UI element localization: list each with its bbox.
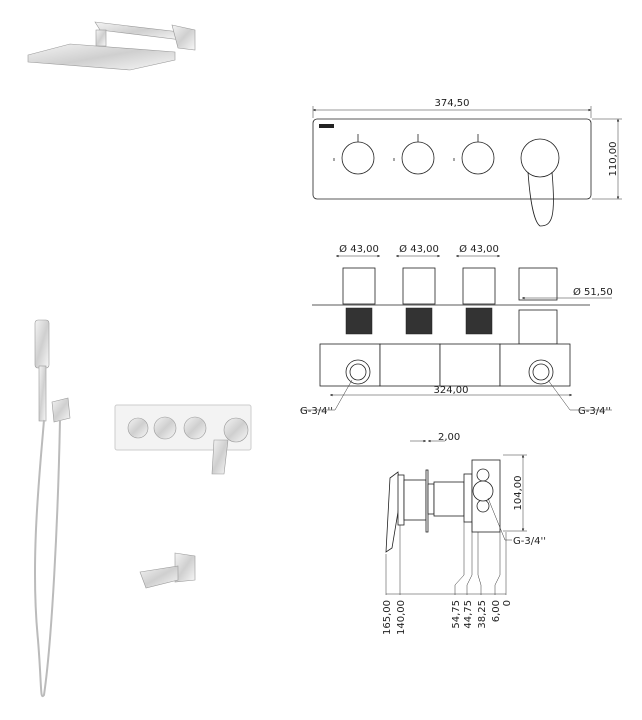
depth-44-75: 44,75: [463, 600, 474, 629]
dim-body-width: 324,00: [434, 385, 469, 396]
side-thread: G-3/4'': [513, 536, 546, 547]
depth-165: 165,00: [382, 600, 393, 635]
dim-knob-1: Ø 43,00: [339, 243, 379, 255]
dim-width: 374,50: [435, 98, 470, 109]
top-view: Ø 43,00 Ø 43,00 Ø 43,00 Ø 51,50 324,00 G…: [300, 243, 613, 417]
depth-0: 0: [502, 600, 513, 606]
depth-6: 6,00: [491, 600, 502, 622]
bath-spout-image: [139, 552, 196, 589]
dim-height: 110,00: [608, 142, 619, 177]
dim-plate-thickness: 2,00: [438, 432, 460, 443]
dim-lever: Ø 51,50: [573, 286, 613, 298]
thread-left: G-3/4'': [300, 406, 333, 417]
dim-side-height: 104,00: [513, 476, 524, 511]
thread-right: G-3/4'': [578, 406, 611, 417]
depth-54-75: 54,75: [451, 600, 462, 629]
overhead-shower-image: [27, 21, 196, 71]
hand-shower-image: [33, 319, 71, 698]
thermostatic-panel-image: [114, 404, 252, 475]
dim-knob-3: Ø 43,00: [459, 243, 499, 255]
depth-38-25: 38,25: [477, 600, 488, 629]
depth-140: 140,00: [396, 600, 407, 635]
side-view: 2,00 104,00 G-3/4'' 165,00 140,00 54,75 …: [382, 432, 546, 635]
front-view: 374,50 110,00: [312, 98, 622, 227]
dim-knob-2: Ø 43,00: [399, 243, 439, 255]
